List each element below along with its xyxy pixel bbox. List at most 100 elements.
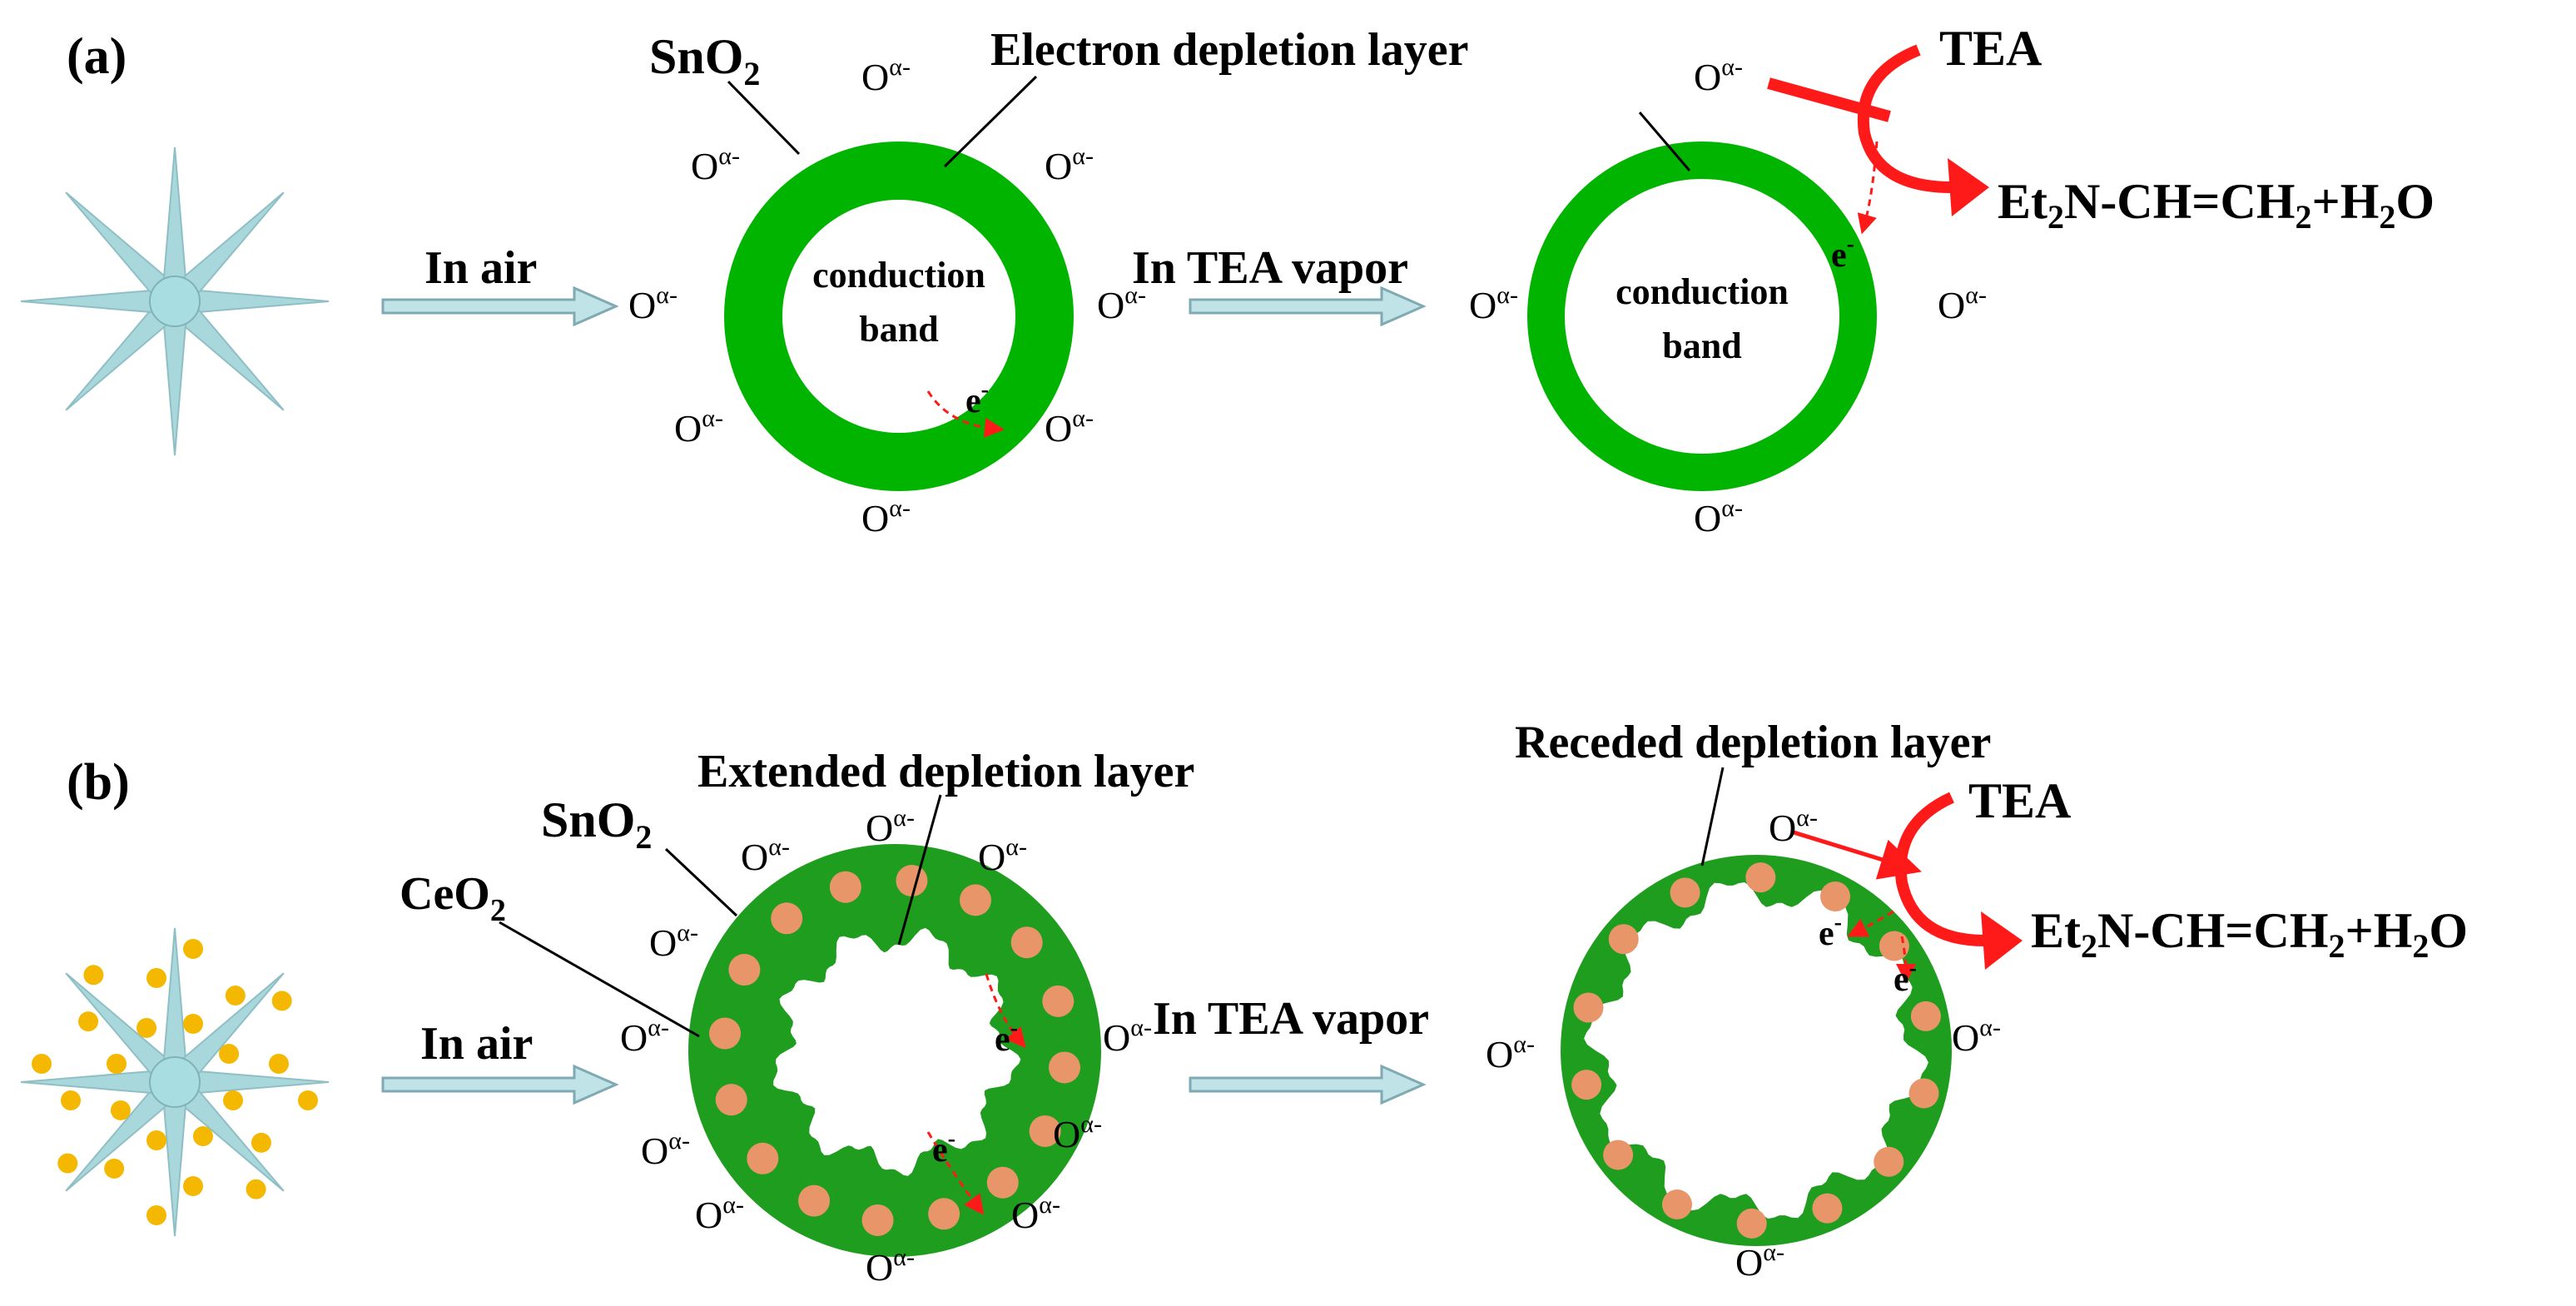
sno2-label-b: SnO2: [541, 792, 652, 856]
adsorbed-oxygen-ion: Oα-: [641, 1127, 690, 1172]
ceo2-particle: [959, 884, 991, 916]
ceo2-nanoparticle: [183, 1014, 203, 1034]
in-tea-vapor-label-a: In TEA vapor: [1132, 242, 1408, 294]
electron-transfer-arrow-b2: [926, 1131, 985, 1215]
depletion-leader-line-2: [1638, 112, 1691, 171]
electron-depletion-layer-label: Electron depletion layer: [990, 24, 1468, 76]
ceo2-particle: [986, 1166, 1019, 1199]
reaction-arrowhead-a: [1948, 158, 1989, 216]
ceo2-decorated-sno2-nanostructure: [20, 927, 330, 1237]
panel-b-label: (b): [67, 754, 130, 811]
adsorbed-oxygen-ion: Oα-: [861, 494, 911, 539]
svg-text:e-: e-: [932, 1126, 955, 1169]
ceo2-nanoparticle: [146, 1130, 166, 1150]
svg-text:e-: e-: [965, 377, 989, 420]
ceo2-leader-line: [499, 921, 700, 1038]
adsorbed-oxygen-ion: Oα-: [620, 1014, 669, 1059]
ceo2-particle: [1029, 1115, 1061, 1147]
ceo2-nanoparticle: [83, 965, 104, 986]
band-text-1: band: [859, 309, 938, 350]
electron-transfer-arrow: [926, 390, 1005, 438]
ceo2-nanoparticle: [251, 1132, 271, 1153]
ceo2-nanoparticle: [110, 1100, 131, 1120]
adsorbed-oxygen-ion: Oα-: [695, 1191, 744, 1236]
ceo2-particle: [1048, 1051, 1080, 1084]
ceo2-nanoparticle: [225, 986, 246, 1006]
ceo2-nanoparticle: [32, 1054, 52, 1074]
in-air-label-a: In air: [424, 242, 537, 294]
depletion-leader-line: [943, 75, 1038, 168]
in-air-label-b: In air: [420, 1018, 533, 1070]
ceo2-nanoparticle: [107, 1054, 127, 1074]
nanorod-spike: [20, 1070, 152, 1095]
reaction-arrowhead-b: [1981, 911, 2023, 970]
adsorbed-oxygen-ion: Oα-: [1053, 1110, 1102, 1155]
electron-return-arrow-b2: [1895, 936, 1916, 984]
adsorbed-oxygen-ion: Oα-: [1045, 142, 1094, 187]
adsorbed-oxygen-ion: Oα-: [1735, 1239, 1784, 1284]
product-label-a: Et2N-CH=CH2+H2O: [1998, 174, 2435, 236]
narrowed-conduction-channel: [773, 927, 1021, 1176]
ceo2-nanoparticle: [219, 1044, 240, 1065]
electron-label-tea-b1: e-: [1819, 910, 1842, 953]
adsorbed-oxygen-ion: Oα-: [861, 53, 911, 98]
conduction-text-2: conduction: [1616, 271, 1789, 312]
sno2-label-a: SnO2: [649, 29, 760, 92]
ceo2-particle: [1879, 931, 1909, 961]
nanorod-spike: [182, 191, 285, 294]
sno2-shell-in-air: conduction band e-: [724, 142, 1074, 491]
panel-b: (b) In air In TEA vapor e- e- Extended d…: [20, 717, 2468, 1289]
adsorbed-oxygen-ion: Oα-: [628, 281, 678, 326]
ceo2-nanoparticle: [298, 1090, 318, 1110]
electron-return-arrow-a: [1857, 141, 1879, 235]
adsorbed-oxygen-ion: Oα-: [1469, 281, 1518, 326]
adsorbed-oxygen-ion: Oα-: [1045, 405, 1094, 449]
ceo2-particle: [1874, 1146, 1904, 1177]
ceo2-particle: [1908, 1078, 1939, 1109]
oxygen-to-tea-line-b: [1793, 830, 1922, 880]
adsorbed-oxygen-ion: Oα-: [649, 919, 698, 964]
ceo2-particle: [1608, 924, 1639, 955]
ceo2-nanoparticle: [61, 1090, 81, 1110]
ceo2-particle: [829, 871, 861, 903]
ceo2-particle: [896, 865, 928, 897]
conduction-text-1: conduction: [812, 255, 985, 295]
ceo2-particle: [1820, 881, 1851, 911]
ceo2-particle: [1670, 877, 1700, 908]
ceo2-nanoparticle: [271, 991, 292, 1011]
ceo2-particle: [1661, 1189, 1692, 1220]
ceo2-particle: [798, 1184, 831, 1217]
ceo2-particle: [1910, 1001, 1941, 1031]
extended-depletion-layer-label: Extended depletion layer: [697, 746, 1194, 797]
adsorbed-oxygen-ion: Oα-: [1769, 804, 1818, 849]
sno2-leader-line: [727, 80, 801, 156]
in-tea-arrow-b: [1189, 1064, 1427, 1105]
in-air-arrow-b: [381, 1064, 619, 1105]
receded-depletion-layer-label: Receded depletion layer: [1515, 717, 1991, 768]
nanorod-spike: [20, 289, 152, 314]
nanorod-spike: [162, 146, 187, 279]
ceo2-nanoparticle: [136, 1017, 157, 1038]
ceo2-particle: [861, 1204, 894, 1236]
ceo2-particle: [928, 1198, 960, 1230]
adsorbed-oxygen-ion: Oα-: [691, 142, 740, 187]
adsorbed-oxygen-ion: Oα-: [1694, 494, 1743, 539]
nanorod-spike: [197, 1070, 330, 1095]
adsorbed-oxygen-ion: Oα-: [866, 804, 915, 849]
nanorod-spike: [182, 309, 285, 411]
in-tea-arrow-a: [1189, 286, 1427, 327]
panel-a: (a) In air In TEA vapor conduction band …: [20, 21, 2435, 539]
in-tea-vapor-label-b: In TEA vapor: [1153, 993, 1429, 1045]
adsorbed-oxygen-panel-a: Oα-Oα-Oα-Oα-Oα-Oα-Oα-Oα-Oα-Oα-Oα-Oα-: [628, 53, 1987, 539]
ceo2-nanoparticle: [183, 1176, 203, 1196]
adsorbed-oxygen-ion: Oα-: [1952, 1014, 2001, 1059]
tea-label-b: TEA: [1968, 773, 2071, 828]
nanorod-spike: [162, 927, 187, 1060]
ceo2-label: CeO2: [400, 868, 506, 928]
widened-conduction-channel: [1584, 882, 1928, 1219]
adsorbed-oxygen-ion: Oα-: [978, 833, 1027, 878]
nanostructure-core: [149, 276, 201, 327]
composite-shell-in-tea: [1561, 855, 1952, 1246]
ceo2-particle: [1812, 1193, 1843, 1224]
